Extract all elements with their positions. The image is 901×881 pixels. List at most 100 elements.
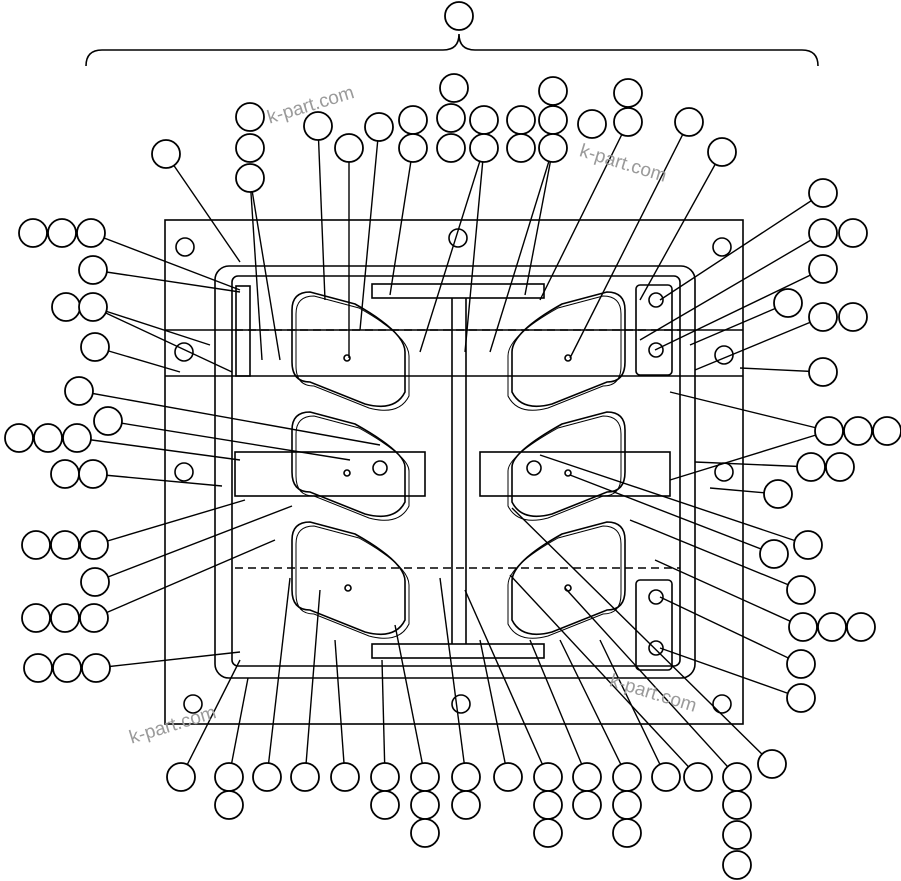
center-band-right <box>479 451 671 497</box>
hole <box>343 469 351 477</box>
callout-circle <box>410 790 440 820</box>
callout-circle <box>786 575 816 605</box>
chamber-inner-outline <box>507 415 622 521</box>
callout-circle <box>814 416 844 446</box>
callout-circle <box>334 133 364 163</box>
callout-circle <box>151 139 181 169</box>
leader-line <box>689 302 789 346</box>
callout-circle <box>808 178 838 208</box>
callout-circle <box>64 376 94 406</box>
callout-circle <box>793 530 823 560</box>
callout-circle <box>538 133 568 163</box>
chamber-outline <box>291 521 406 636</box>
hole <box>648 640 664 656</box>
hole <box>343 354 351 362</box>
leader-line <box>419 147 485 353</box>
callout-circle <box>78 255 108 285</box>
callout-circle <box>370 762 400 792</box>
hole <box>712 237 732 257</box>
callout-circle <box>436 133 466 163</box>
hole <box>648 342 664 358</box>
callout-circle <box>444 1 474 31</box>
base-plate <box>164 219 744 725</box>
hole <box>648 292 664 308</box>
callout-circle <box>364 112 394 142</box>
callout-circle <box>451 790 481 820</box>
callout-circle <box>838 218 868 248</box>
leader-line <box>669 430 830 481</box>
leader-line <box>564 587 738 778</box>
callout-circle <box>439 73 469 103</box>
callout-circle <box>214 762 244 792</box>
callout-circle <box>398 105 428 135</box>
leader-line <box>464 589 549 778</box>
callout-circle <box>613 107 643 137</box>
callout-circle <box>330 762 360 792</box>
leader-line <box>389 147 414 296</box>
callout-circle <box>50 530 80 560</box>
callout-circle <box>80 567 110 597</box>
callout-circle <box>33 423 63 453</box>
leader-line <box>76 437 241 461</box>
callout-circle <box>651 762 681 792</box>
hole <box>451 694 471 714</box>
callout-circle <box>808 302 838 332</box>
callout-circle <box>533 818 563 848</box>
callout-circle <box>18 218 48 248</box>
callout-circle <box>235 102 265 132</box>
leader-line <box>529 639 588 778</box>
leader-line <box>107 420 351 461</box>
leader-line <box>92 473 223 487</box>
callout-circle <box>786 683 816 713</box>
callout-circle <box>788 612 818 642</box>
callout-circle <box>370 790 400 820</box>
callout-circle <box>93 406 123 436</box>
leader-line <box>249 177 263 361</box>
leader-line <box>228 677 249 778</box>
callout-circle <box>4 423 34 453</box>
callout-circle <box>76 218 106 248</box>
leader-line <box>93 539 276 619</box>
leader-line <box>599 639 667 778</box>
callout-circle <box>79 530 109 560</box>
leader-line <box>569 121 690 359</box>
callout-circle <box>843 416 873 446</box>
right-bracket-low <box>635 579 673 671</box>
callout-circle <box>21 603 51 633</box>
callout-circle <box>763 479 793 509</box>
hole <box>174 462 194 482</box>
callout-circle <box>808 254 838 284</box>
leader-line <box>464 147 485 353</box>
callout-circle <box>214 790 244 820</box>
leader-line <box>90 232 241 291</box>
leader-line <box>394 624 426 778</box>
chamber-outline <box>511 521 626 636</box>
hole <box>372 460 388 476</box>
callout-circle <box>786 649 816 679</box>
callout-circle <box>410 818 440 848</box>
callout-circle <box>62 423 92 453</box>
hole <box>175 237 195 257</box>
callout-circle <box>817 612 847 642</box>
chamber-outline <box>511 291 626 408</box>
callout-circle <box>759 539 789 569</box>
callout-circle <box>506 133 536 163</box>
frame-inner <box>231 275 681 667</box>
callout-circle <box>572 762 602 792</box>
leader-line <box>180 659 241 778</box>
callout-circle <box>78 459 108 489</box>
callout-circle <box>303 111 333 141</box>
leader-line <box>559 639 628 778</box>
callout-circle <box>572 790 602 820</box>
leader-line <box>659 596 802 665</box>
leader-line <box>489 147 554 353</box>
callout-circle <box>808 218 838 248</box>
callout-circle <box>722 850 752 880</box>
callout-circle <box>398 133 428 163</box>
callout-circle <box>79 603 109 633</box>
leader-line <box>304 589 321 778</box>
callout-circle <box>493 762 523 792</box>
leader-line <box>639 151 723 301</box>
callout-circle <box>674 107 704 137</box>
callout-circle <box>808 357 838 387</box>
